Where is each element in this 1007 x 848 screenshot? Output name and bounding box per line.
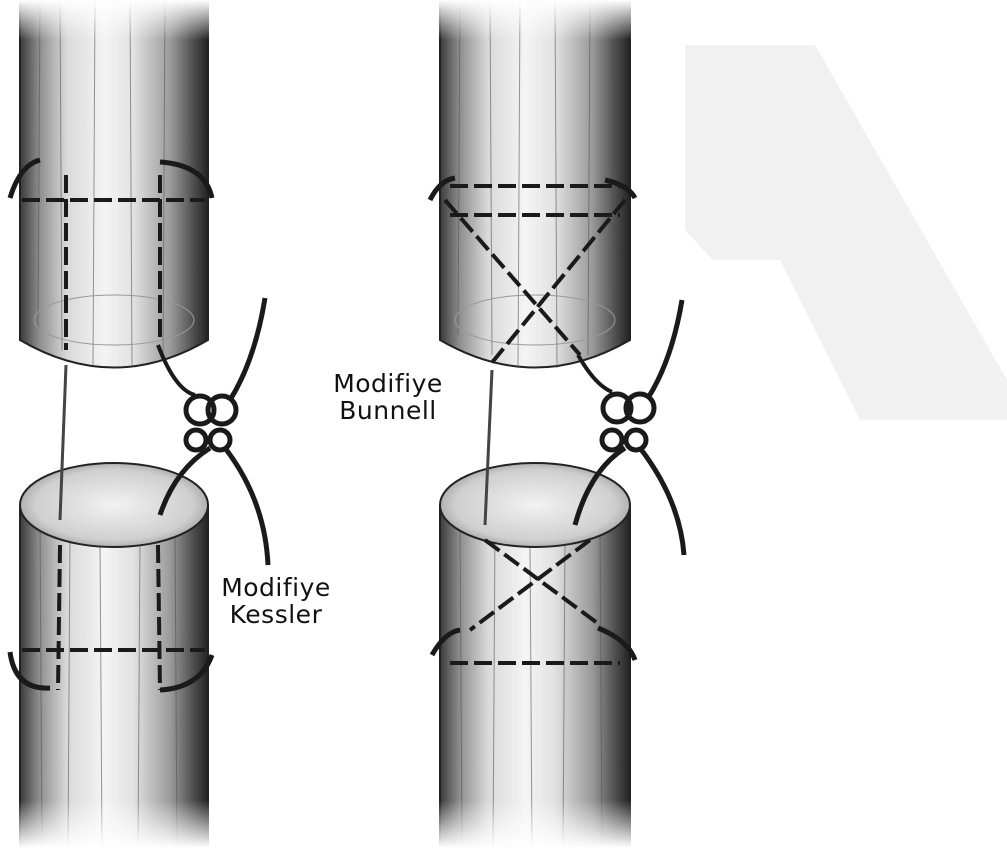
bunnell-label: Modifiye Bunnell — [318, 370, 458, 424]
kessler-label-line1: Modifiye — [206, 574, 346, 601]
kessler-repair — [10, 0, 268, 848]
kessler-label-line2: Kessler — [206, 601, 346, 628]
bunnell-repair — [430, 0, 684, 848]
chevron-watermark-icon — [685, 45, 1007, 420]
kessler-label: Modifiye Kessler — [206, 574, 346, 628]
kessler-upper-tendon — [15, 0, 215, 368]
bunnell-label-line2: Bunnell — [318, 397, 458, 424]
bunnell-label-line1: Modifiye — [318, 370, 458, 397]
kessler-lower-tendon — [15, 463, 215, 848]
bunnell-lower-tendon — [435, 463, 635, 848]
